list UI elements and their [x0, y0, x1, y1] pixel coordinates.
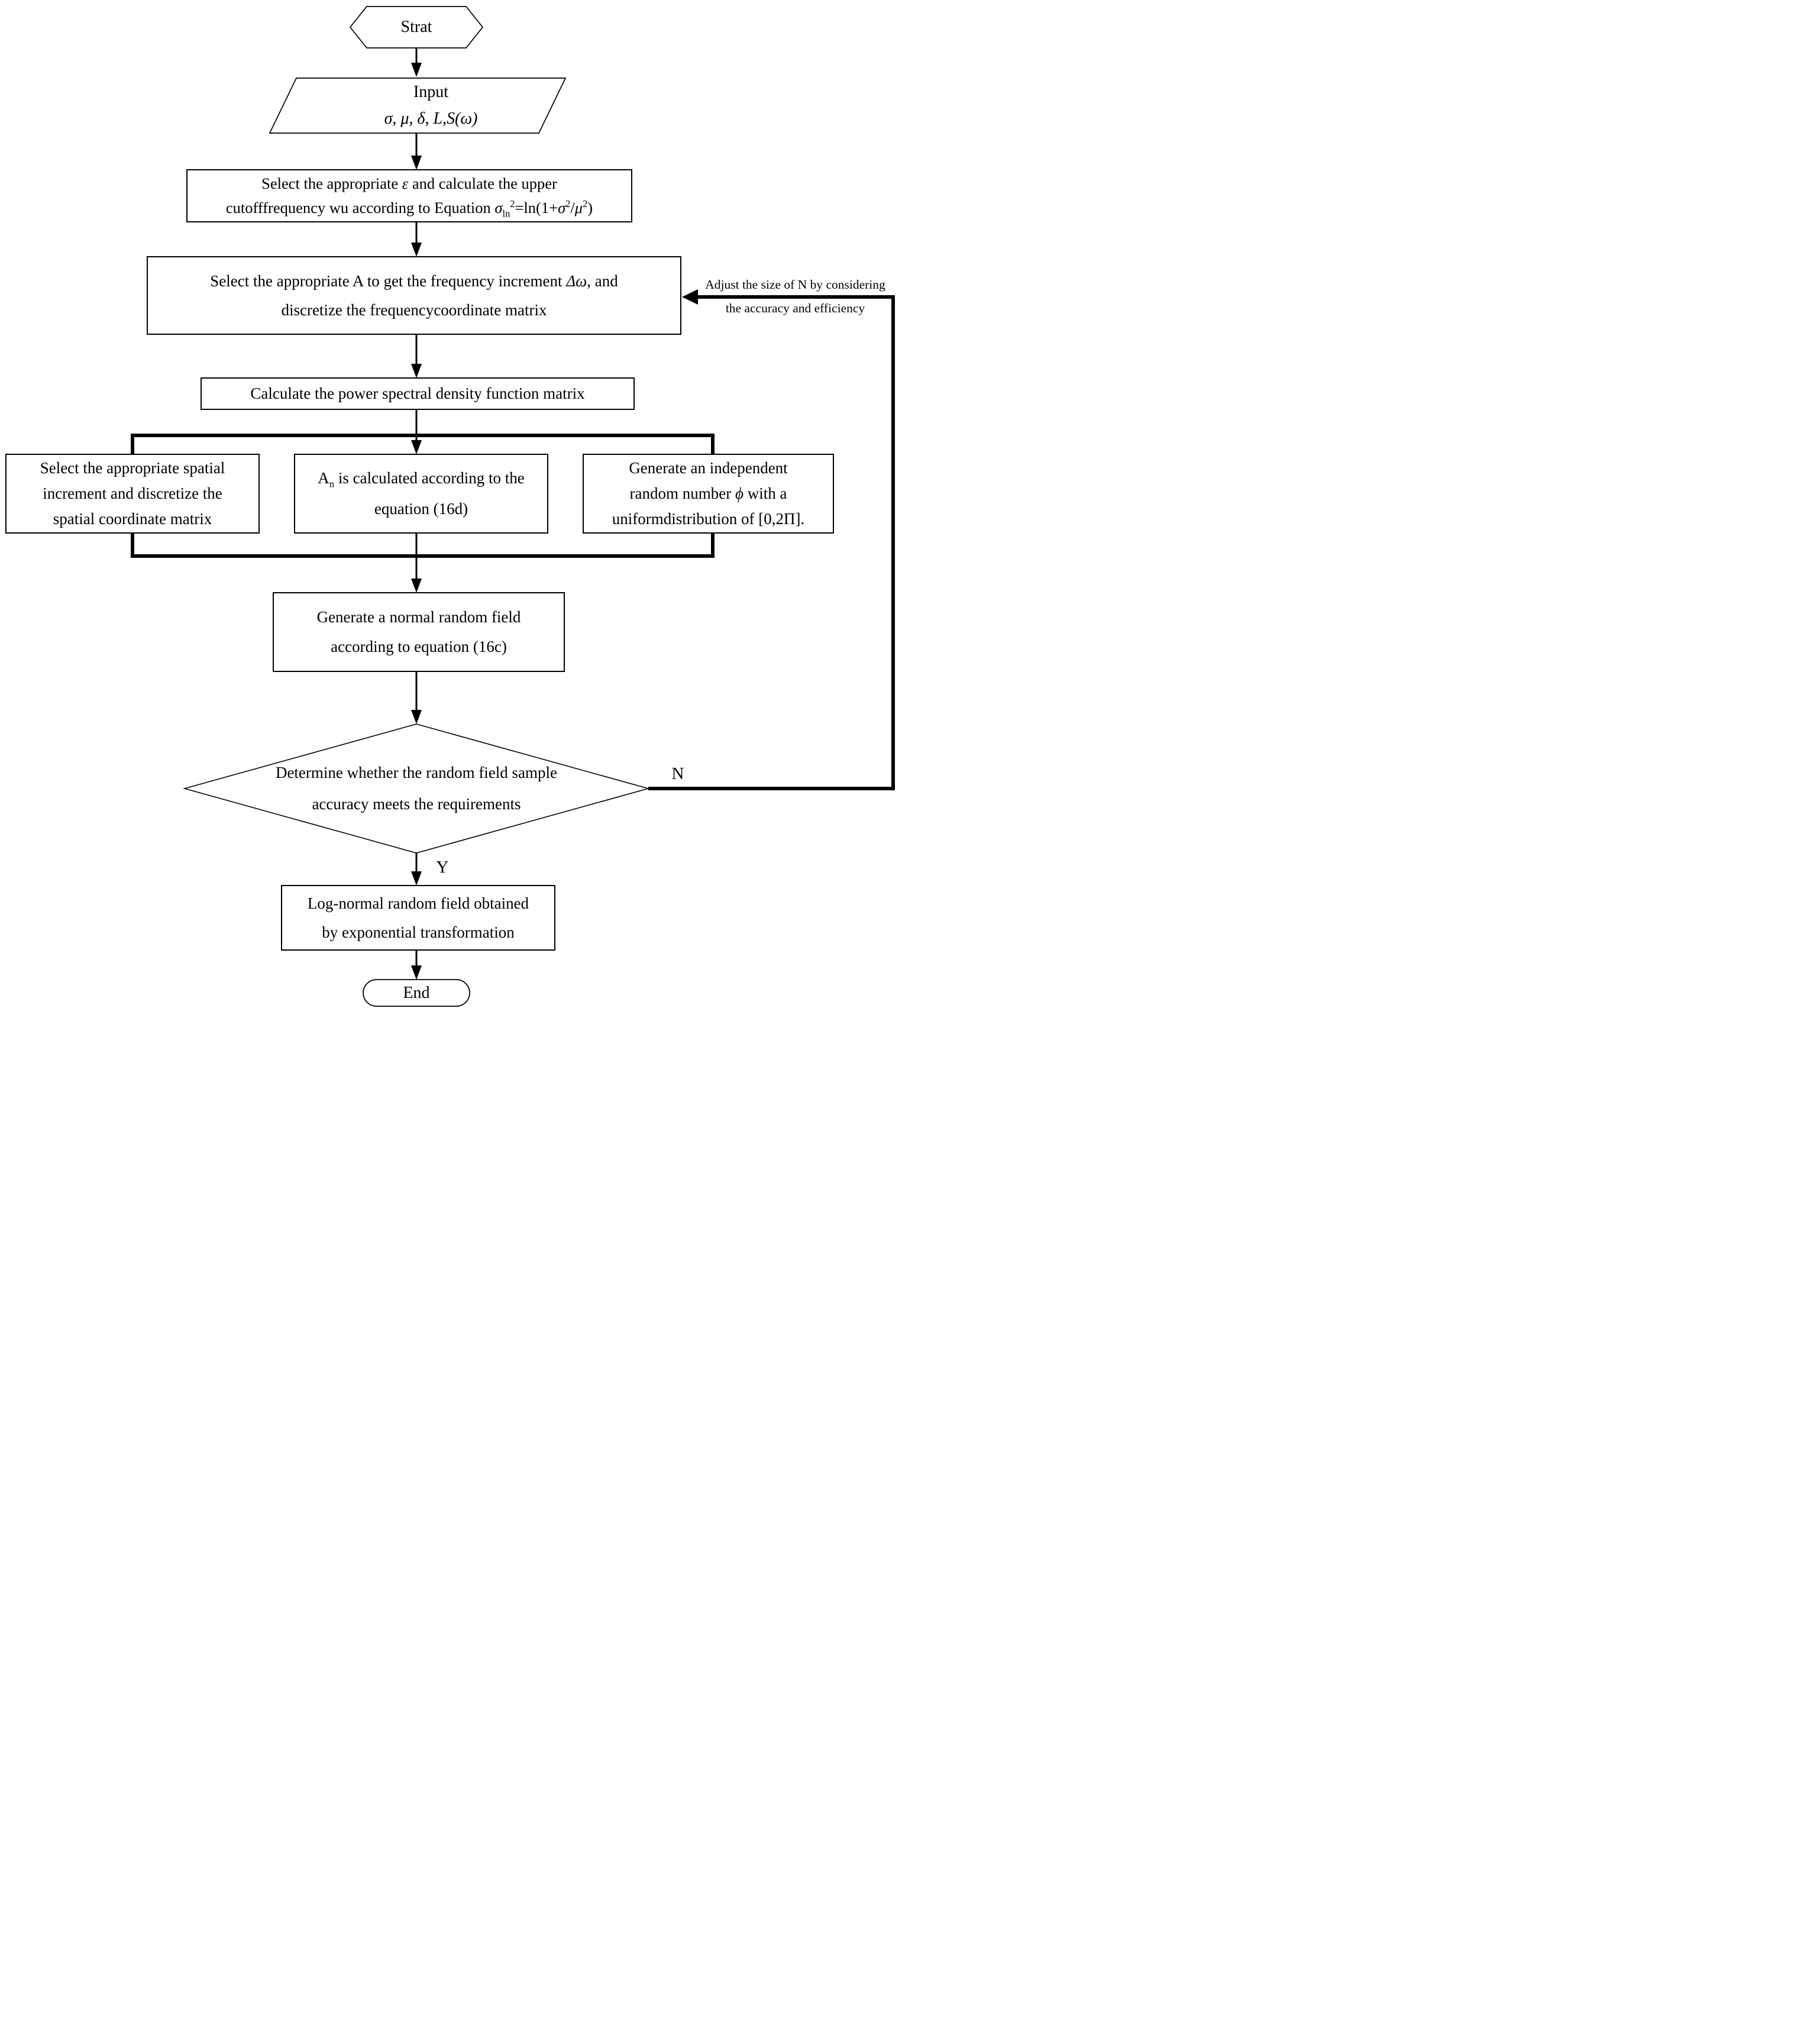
lognormal-box: [281, 885, 555, 951]
flowchart-diagram: Strat Input σ, μ, δ, L,S(ω) Select the a…: [0, 0, 910, 1014]
normal-field-box: [273, 592, 565, 672]
input-parallelogram: [269, 77, 567, 134]
spatial-increment-box: [5, 454, 260, 534]
feedback-loop-line: [648, 295, 895, 790]
input-label: Input σ, μ, δ, L,S(ω): [384, 82, 478, 128]
spatial-increment-label: Select the appropriate spatial increment…: [40, 458, 225, 528]
flowchart-shapes: [5, 6, 895, 1007]
end-label: End: [403, 983, 430, 1002]
arrowhead-down-icon: [411, 364, 422, 378]
psd-label: Calculate the power spectral density fun…: [250, 385, 585, 402]
an-calculation-label: An is calculated according to the equati…: [318, 469, 525, 518]
normal-field-label: Generate a normal random field according…: [316, 608, 521, 655]
lognormal-label: Log-normal random field obtained by expo…: [307, 894, 529, 941]
arrowhead-down-icon: [411, 871, 422, 886]
arrowhead-down-icon: [411, 156, 422, 170]
random-number-box: [583, 454, 834, 534]
branch-label-yes: Y: [436, 857, 449, 877]
psd-box: [201, 377, 635, 410]
decision-diamond: [183, 723, 650, 854]
random-number-label: Generate an independent random number ϕ …: [612, 458, 805, 528]
feedback-label-line2: the accuracy and efficiency: [725, 301, 865, 315]
branch-label-no: N: [671, 764, 684, 783]
arrowhead-down-icon: [411, 243, 422, 257]
decision-label: Determine whether the random field sampl…: [275, 764, 558, 813]
an-calculation-box: [294, 454, 548, 534]
arrowhead-down-icon: [411, 710, 422, 724]
arrowhead-down-icon: [411, 440, 422, 454]
select-a-label: Select the appropriate A to get the freq…: [210, 272, 618, 319]
start-hexagon: [349, 6, 484, 49]
arrowhead-left-icon: [682, 289, 698, 305]
select-a-box: [147, 256, 681, 335]
arrowhead-down-icon: [411, 63, 422, 77]
select-epsilon-box: [186, 169, 632, 222]
feedback-label-line1: Adjust the size of N by considering: [705, 277, 885, 292]
start-label: Strat: [400, 18, 432, 36]
arrowhead-down-icon: [411, 579, 422, 593]
select-epsilon-label: Select the appropriate ε and calculate t…: [225, 174, 593, 219]
arrowhead-down-icon: [411, 965, 422, 980]
end-stadium: [363, 979, 470, 1007]
